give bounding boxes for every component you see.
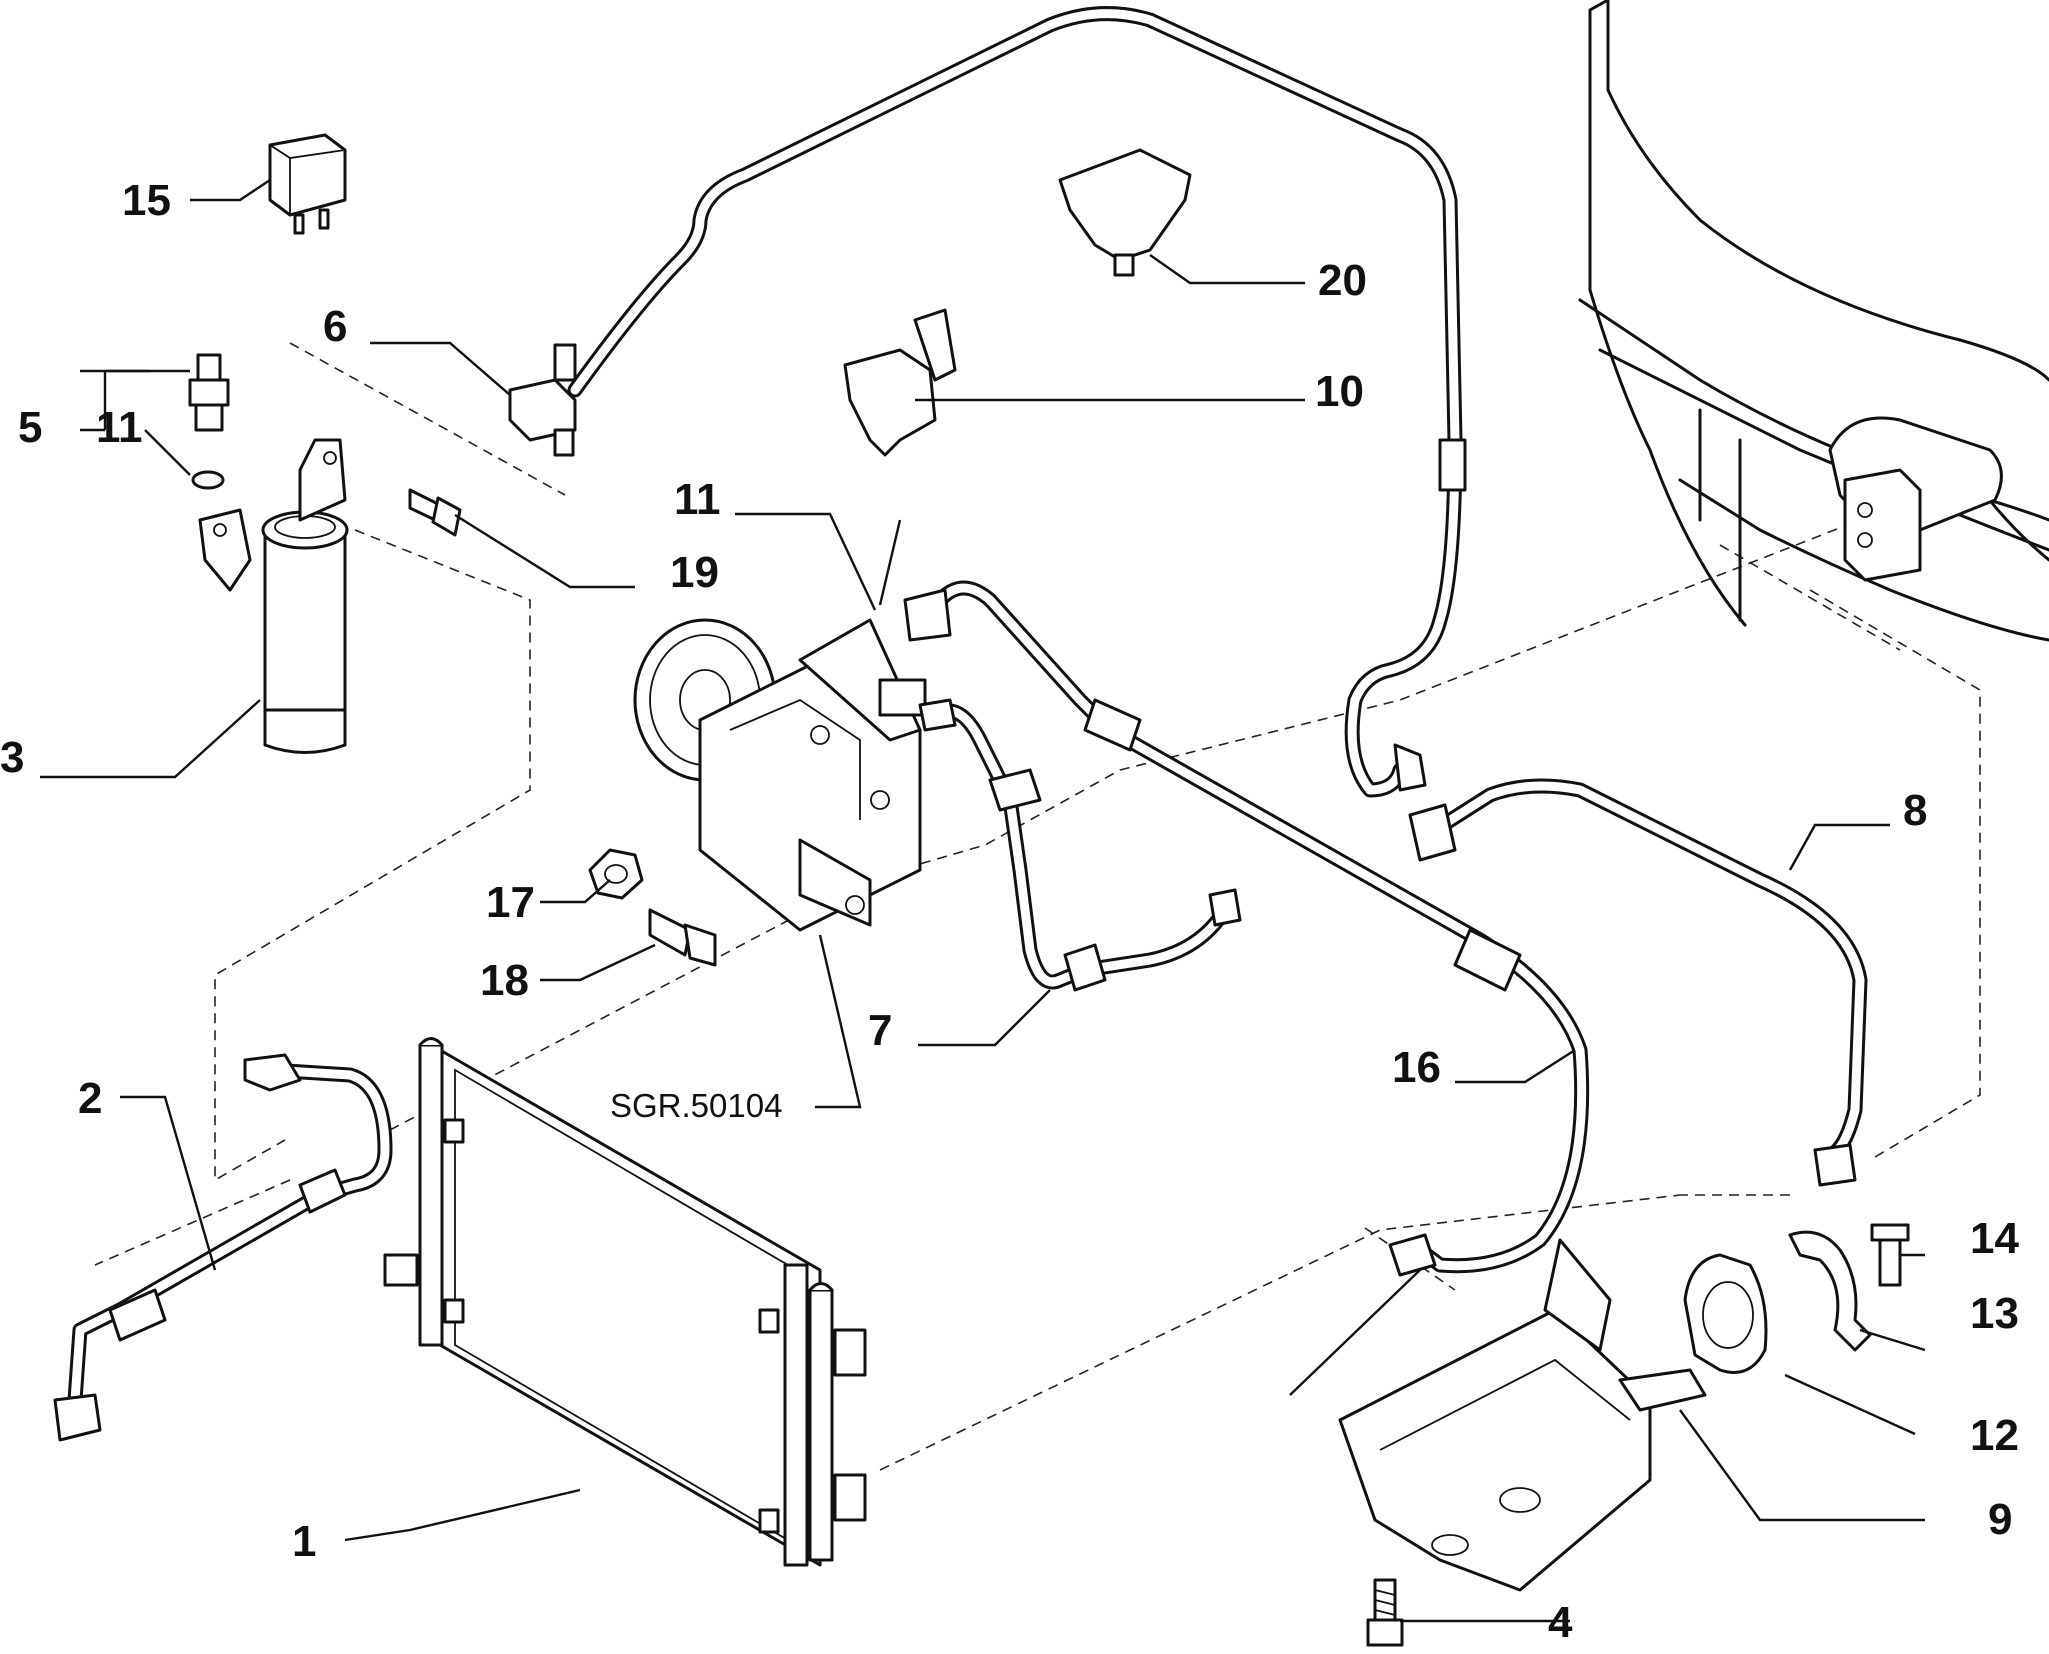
bolt-19 (408, 488, 462, 537)
reference-code: SGR.50104 (610, 1087, 782, 1124)
vehicle-body-panel (1578, 0, 2049, 642)
bolt-18 (648, 908, 717, 967)
callout-12: 12 (1970, 1411, 2019, 1460)
compressor (633, 618, 927, 932)
leader-lines (40, 179, 1926, 1623)
assembly-guides (94, 342, 1981, 1471)
liquid-hose (1408, 778, 1868, 1187)
callout-11-left: 11 (96, 403, 143, 452)
callout-8: 8 (1903, 786, 1927, 835)
callout-9: 9 (1988, 1495, 2012, 1544)
callout-20: 20 (1318, 256, 1367, 305)
suction-hose (918, 698, 1242, 992)
callout-3: 3 (0, 733, 24, 782)
callout-16: 16 (1392, 1043, 1441, 1092)
callout-6: 6 (323, 302, 347, 351)
callout-15: 15 (122, 176, 171, 225)
callout-1: 1 (292, 1517, 316, 1566)
connector-20 (1058, 148, 1192, 277)
callout-2: 2 (78, 1074, 102, 1123)
callout-11-center: 11 (674, 475, 721, 524)
discharge-hose (903, 580, 1590, 1277)
pressure-sensor (508, 343, 577, 457)
callout-17: 17 (486, 878, 535, 927)
relay (268, 133, 347, 235)
top-hose (567, 6, 1467, 798)
mounting-bracket (1338, 1238, 1707, 1592)
condenser (383, 1037, 867, 1567)
callout-7: 7 (868, 1006, 892, 1055)
callout-labels: 1 2 3 4 5 6 7 8 9 10 11 11 12 13 14 15 1… (0, 176, 2019, 1647)
clamp-set (1683, 1223, 1910, 1374)
receiver-drier (198, 438, 349, 754)
callout-19: 19 (670, 548, 719, 597)
callout-14: 14 (1970, 1214, 2019, 1263)
hose-condenser-to-filter (53, 1053, 393, 1442)
connector-10 (843, 308, 957, 457)
callout-5: 5 (18, 403, 42, 452)
callout-18: 18 (480, 956, 529, 1005)
callout-4: 4 (1548, 1598, 1573, 1647)
pressure-switch (188, 353, 230, 490)
callout-10: 10 (1315, 367, 1364, 416)
callout-13: 13 (1970, 1289, 2019, 1338)
bolt-4 (1366, 1578, 1404, 1647)
